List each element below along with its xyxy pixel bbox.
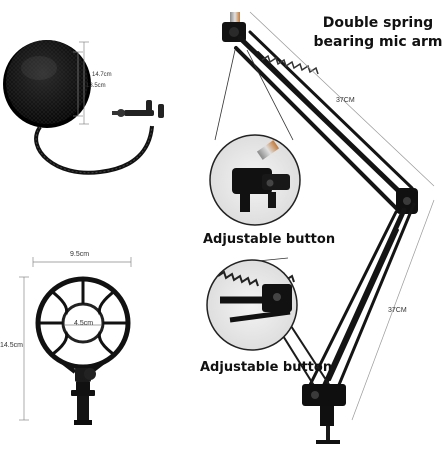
- pop-filter-dimension-lines: [73, 41, 89, 125]
- title-line-2: bearing mic arm: [313, 34, 443, 50]
- pop-filter-image: [3, 40, 164, 175]
- title-line-1: Double spring: [322, 15, 434, 31]
- shock-mount-width-label: 9.5cm: [70, 251, 90, 258]
- shock-mount-image: [35, 276, 131, 425]
- pop-filter-height-inner-label: 13.5cm: [86, 83, 106, 89]
- lower-zoom-callout: [206, 257, 298, 351]
- mic-arm-image: [222, 12, 418, 444]
- shock-mount-height-label: 14.5cm: [0, 342, 23, 349]
- upper-zoom-callout: [209, 49, 301, 226]
- pop-filter-height-outer-label: 14.7cm: [92, 72, 112, 78]
- shock-mount-dimension-lines: [19, 257, 132, 421]
- arm-dimension-lines: [249, 11, 435, 421]
- adjustable-button-label-lower: Adjustable button: [200, 360, 333, 375]
- arm-lower-length-label: 37CM: [388, 307, 407, 314]
- product-title: Double spring bearing mic arm: [312, 14, 444, 52]
- adjustable-button-label-upper: Adjustable button: [203, 232, 336, 247]
- arm-upper-length-label: 37CM: [336, 97, 355, 104]
- shock-mount-inner-label: 4.5cm: [74, 320, 94, 327]
